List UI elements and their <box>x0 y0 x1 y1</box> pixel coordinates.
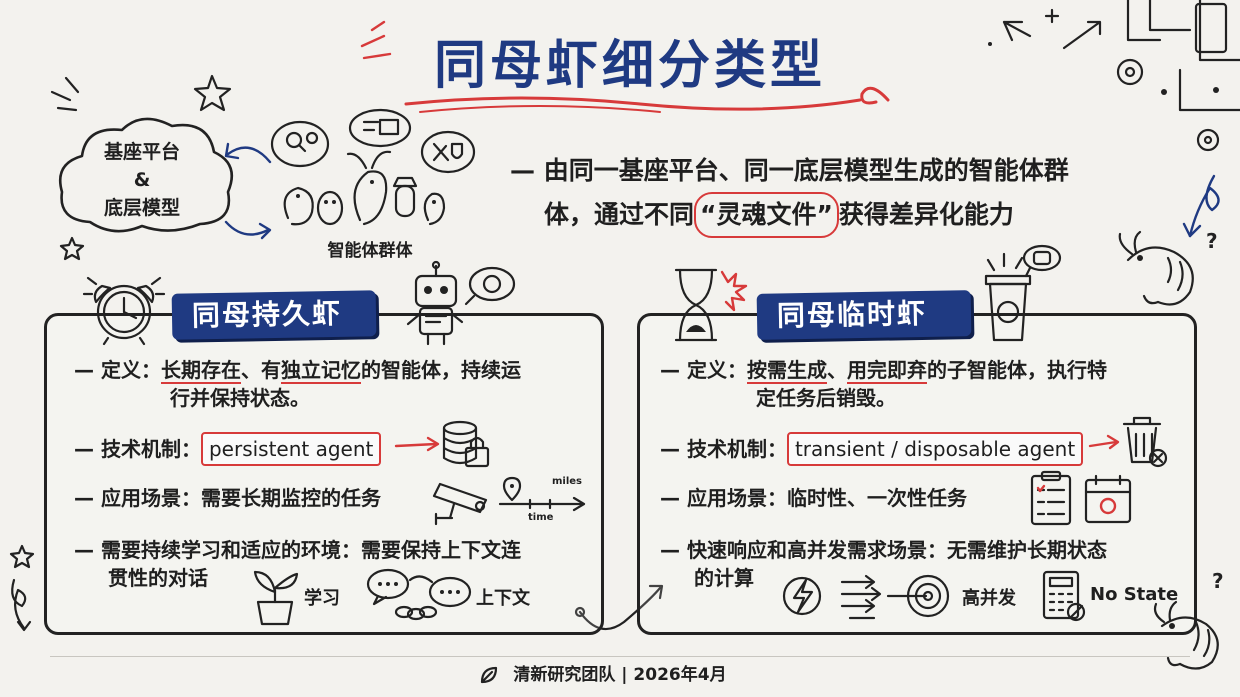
definition-keyword-memory: 独立记忆 <box>280 358 361 384</box>
gear-icon <box>1196 128 1220 152</box>
intro-line-1: — 由同一基座平台、同一底层模型生成的智能体群 <box>510 156 1069 185</box>
coffee-cup-icon <box>984 244 1062 342</box>
intro-line-2: 体，通过不同“灵魂文件”获得差异化能力 <box>510 192 1190 238</box>
definition-keyword-disposable: 用完即弃 <box>846 358 927 384</box>
persistent-definition: — 定义：长期存在、有独立记忆的智能体，持续运 行并保持状态。 <box>74 356 594 412</box>
scenario-value: 需要长期监控的任务 <box>200 486 381 510</box>
definition-rest: 的子智能体，执行特 <box>926 358 1107 382</box>
magnifier-icon <box>285 131 303 149</box>
gear-icon <box>1116 58 1144 86</box>
definition-keyword-longterm: 长期存在 <box>160 358 241 384</box>
star-icon <box>9 544 35 569</box>
security-camera-icon <box>432 482 488 526</box>
shrimp-icon <box>1153 600 1219 670</box>
transient-scenario: — 应用场景：临时性、一次性任务 <box>660 484 1040 512</box>
shield-icon <box>450 142 464 160</box>
fast-response-line: — 快速响应和高并发需求场景：无需维护长期状态 <box>660 538 1107 562</box>
brain-icon <box>482 274 502 294</box>
definition-label: — 定义： <box>74 358 161 382</box>
calculator-icon <box>1042 570 1086 622</box>
persistent-agent-panel <box>44 313 604 635</box>
star-icon <box>193 74 232 112</box>
persistent-scenario: — 应用场景：需要长期监控的任务 <box>74 484 444 512</box>
mechanism-label: — 技术机制： <box>660 437 787 461</box>
intro-suffix: 获得差异化能力 <box>838 200 1014 229</box>
environment-continuation: 贯性的对话 <box>108 566 208 590</box>
cloud-line-model: 底层模型 <box>103 197 180 219</box>
environment-line: — 需要持续学习和适应的环境：需要保持上下文连 <box>74 538 521 562</box>
alarm-clock-icon <box>82 276 166 346</box>
timeline-icon <box>498 476 586 512</box>
lightning-icon <box>792 578 814 614</box>
definition-keyword-ondemand: 按需生成 <box>746 358 827 384</box>
intro-prefix: 体，通过不同 <box>544 200 695 229</box>
arrow-icon <box>224 142 272 240</box>
definition-label: — 定义： <box>660 358 747 382</box>
fast-response-continuation: 的计算 <box>694 566 754 590</box>
persistent-agent-term: persistent agent <box>200 432 382 466</box>
transient-agent-panel <box>637 313 1197 635</box>
cloud-icon <box>58 117 233 233</box>
time-label: time <box>528 512 554 523</box>
book-icon <box>378 118 400 136</box>
transient-definition: — 定义：按需生成、用完即弃的子智能体，执行特 定任务后销毁。 <box>660 356 1190 412</box>
persistent-mechanism: — 技术机制：persistent agent <box>74 432 434 466</box>
leaf-icon <box>480 666 498 684</box>
soul-file-highlight: “灵魂文件” <box>694 192 839 238</box>
persistent-agent-banner: 同母持久虾 <box>171 290 377 340</box>
concurrency-icon <box>782 574 950 620</box>
scenario-label: — 应用场景： <box>660 486 787 510</box>
learning-tag: 学习 <box>304 588 340 609</box>
definition-connector: 、有 <box>240 358 281 382</box>
page-title: 同母虾细分类型 <box>433 36 826 96</box>
cloud-label: 基座平台 & 底层模型 <box>72 138 212 228</box>
intro-text: — 由同一基座平台、同一底层模型生成的智能体群 体，通过不同“灵魂文件”获得差异… <box>510 150 1190 240</box>
shrimp-icon <box>1118 230 1194 306</box>
robot-icon <box>406 260 516 346</box>
transient-agent-term: transient / disposable agent <box>786 432 1084 466</box>
mechanism-label: — 技术机制： <box>74 437 201 461</box>
gear-icon <box>305 131 319 145</box>
transient-agent-banner: 同母临时虾 <box>756 290 972 340</box>
definition-continuation: 定任务后销毁。 <box>756 386 896 410</box>
svg-text:?: ? <box>1212 569 1224 593</box>
hourglass-icon <box>674 268 748 342</box>
trash-bin-icon <box>1088 416 1168 468</box>
cloud-line-platform: 基座平台 <box>103 141 180 163</box>
scenario-label: — 应用场景： <box>74 486 201 510</box>
agent-group-label: 智能体群体 <box>327 241 413 261</box>
plant-icon <box>253 570 299 626</box>
agent-group-illustration <box>270 108 476 226</box>
star-icon <box>59 236 85 261</box>
footer-credit: 清新研究团队 | 2026年4月 <box>513 665 727 685</box>
robot-icon <box>1032 250 1052 266</box>
database-lock-icon <box>394 420 490 468</box>
footer-divider <box>50 656 1190 657</box>
checklist-calendar-icon <box>1030 470 1132 526</box>
context-tag: 上下文 <box>476 588 530 609</box>
cloud-line-and: & <box>133 169 151 191</box>
chat-chain-icon <box>366 568 472 621</box>
svg-text:?: ? <box>1206 229 1218 253</box>
transient-fast-response: — 快速响应和高并发需求场景：无需维护长期状态 的计算 <box>660 536 1190 592</box>
persistent-environment: — 需要持续学习和适应的环境：需要保持上下文连 贯性的对话 <box>74 536 594 592</box>
no-state-tag: No State <box>1090 584 1179 605</box>
definition-rest: 的智能体，持续运 <box>360 358 521 382</box>
definition-connector: 、 <box>826 358 847 382</box>
transient-mechanism: — 技术机制：transient / disposable agent <box>660 432 1100 466</box>
scenario-value: 临时性、一次性任务 <box>786 486 967 510</box>
definition-continuation: 行并保持状态。 <box>170 386 310 410</box>
miles-label: miles <box>552 476 583 487</box>
tools-icon <box>432 142 450 162</box>
concurrency-tag: 高并发 <box>962 588 1016 609</box>
